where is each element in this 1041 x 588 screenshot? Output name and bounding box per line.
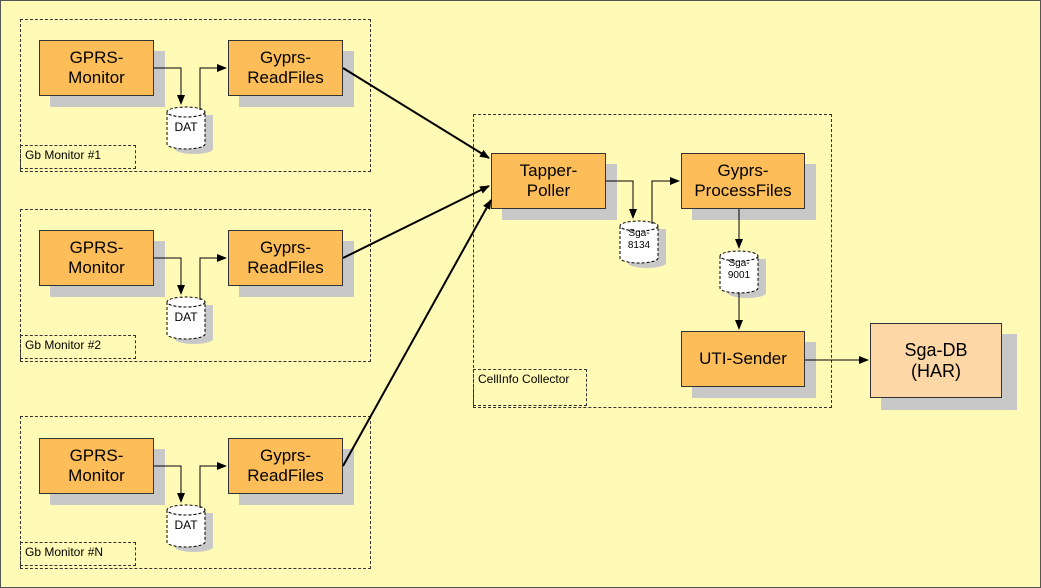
- gb-monitor-1-label: Gb Monitor #1: [20, 145, 136, 169]
- dat-to-readfiles-arrow: [199, 254, 227, 300]
- gprs-monitor-1-box: GPRS- Monitor: [39, 40, 154, 96]
- dat-label: DAT: [174, 310, 198, 324]
- gb-monitor-2-label: Gb Monitor #2: [20, 335, 136, 359]
- cylinder-icon: [166, 106, 213, 154]
- dat-to-readfiles-arrow: [199, 64, 227, 110]
- readfilesn-to-poller-arrow: [342, 199, 492, 467]
- cylinder-icon: [166, 504, 213, 552]
- poller-to-sga8134-arrow: [606, 180, 637, 219]
- dat-label: DAT: [174, 518, 198, 532]
- gyprs-processfiles-box: Gyprs- ProcessFiles: [681, 153, 805, 209]
- monitor-to-dat-arrow: [154, 257, 185, 295]
- cellinfo-collector-group: [473, 114, 832, 408]
- sga8134-to-processfiles-arrow: [651, 177, 680, 224]
- gprs-monitor-n-box: GPRS- Monitor: [39, 438, 154, 494]
- sga-9001-label: Sga- 9001: [727, 258, 751, 281]
- gyprs-readfiles-1-box: Gyprs- ReadFiles: [228, 40, 343, 96]
- uti-sender-box: UTI-Sender: [681, 331, 805, 387]
- tapper-poller-box: Tapper- Poller: [491, 153, 606, 209]
- gb-monitor-n-label: Gb Monitor #N: [20, 542, 136, 566]
- dat-to-readfiles-arrow: [199, 462, 227, 508]
- gyprs-readfiles-2-box: Gyprs- ReadFiles: [228, 230, 343, 286]
- dat-label: DAT: [174, 120, 198, 134]
- sga-8134-storage: Sga- 8134: [619, 220, 666, 268]
- monitor-to-dat-arrow: [154, 67, 185, 105]
- readfiles2-to-poller-arrow: [342, 185, 490, 259]
- gb-monitor-2-group: [20, 209, 371, 362]
- sga-db-box: Sga-DB (HAR): [870, 323, 1002, 398]
- sga-8134-label: Sga- 8134: [627, 228, 651, 251]
- dat-storage-2: DAT: [166, 296, 213, 344]
- cylinder-icon: [719, 250, 766, 298]
- cylinder-icon: [619, 220, 666, 268]
- dat-storage-1: DAT: [166, 106, 213, 154]
- cylinder-icon: [166, 296, 213, 344]
- monitor-to-dat-arrow: [154, 465, 185, 503]
- gb-monitor-1-group: [20, 19, 371, 172]
- gyprs-readfiles-n-box: Gyprs- ReadFiles: [228, 438, 343, 494]
- cellinfo-collector-label: CellInfo Collector: [473, 369, 587, 406]
- gprs-monitor-2-box: GPRS- Monitor: [39, 230, 154, 286]
- sga-9001-storage: Sga- 9001: [719, 250, 766, 298]
- readfiles1-to-poller-arrow: [342, 67, 490, 159]
- gb-monitor-n-group: [20, 416, 371, 569]
- dat-storage-n: DAT: [166, 504, 213, 552]
